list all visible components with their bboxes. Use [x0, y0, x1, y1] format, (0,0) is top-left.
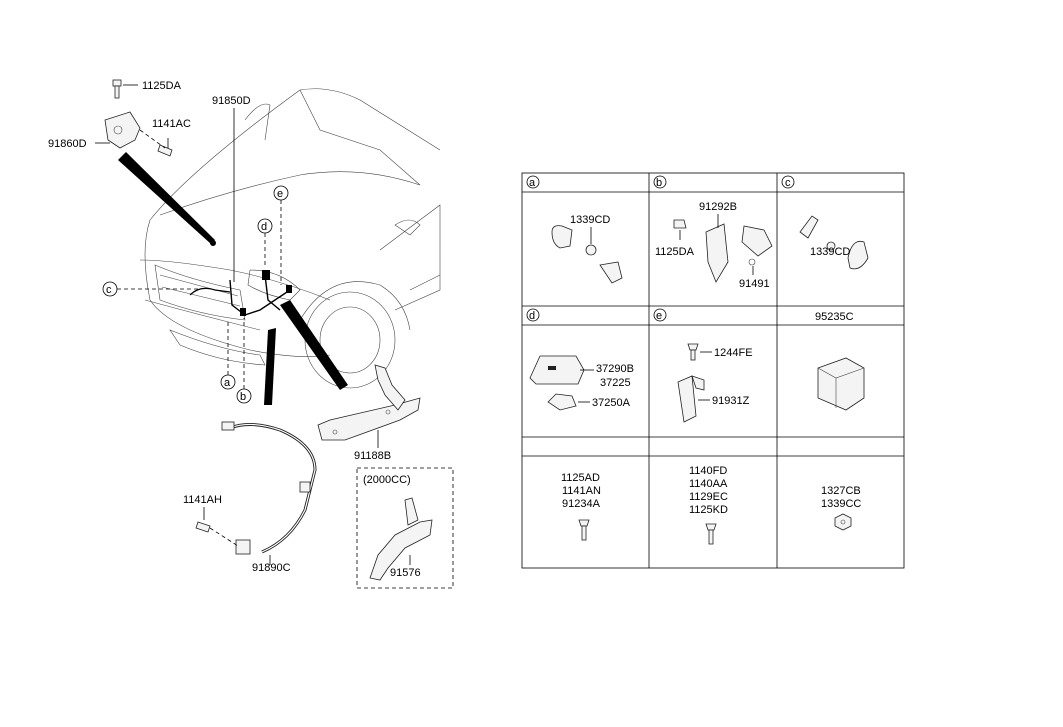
variant-2000cc-box — [356, 467, 454, 589]
cell-b-part-3: 91491 — [739, 278, 770, 290]
label-2000cc: (2000CC) — [363, 474, 411, 486]
callout-a: a — [220, 374, 236, 390]
cell-e-part-2: 91931Z — [712, 395, 750, 407]
svg-text:a: a — [529, 177, 536, 189]
callout-c: c — [102, 281, 118, 297]
cell-e-part-1: 1244FE — [714, 347, 753, 359]
svg-text:d: d — [261, 221, 267, 233]
cell-g-part-3: 91234A — [562, 498, 601, 510]
svg-text:a: a — [224, 377, 231, 389]
cell-c-part-1: 1339CD — [810, 246, 850, 258]
label-1141AC: 1141AC — [152, 118, 191, 130]
bracket-91576-icon — [369, 497, 433, 581]
cell-a-parts-icon — [551, 225, 623, 284]
cell-h-part-4: 1125KD — [689, 504, 728, 516]
pointer-arrow-91188B — [280, 300, 348, 390]
cell-d-parts-icon — [529, 355, 585, 411]
cell-b-part-2: 1125DA — [655, 246, 695, 258]
svg-text:e: e — [277, 188, 283, 200]
cell-h-part-1: 1140FD — [689, 465, 727, 477]
cell-c-parts-icon — [799, 215, 869, 270]
pointer-arrow-91860D — [118, 152, 215, 244]
pointer-arrow-91890C — [264, 328, 276, 405]
callout-b: b — [236, 388, 252, 404]
svg-text:c: c — [106, 284, 112, 296]
bolt-cell-h-icon — [705, 523, 717, 545]
cell-b-parts-icon — [673, 219, 773, 283]
svg-text:c: c — [785, 177, 791, 189]
svg-text:b: b — [656, 177, 662, 189]
cell-i-part-2: 1339CC — [821, 498, 861, 510]
callout-e: e — [273, 185, 289, 201]
bolt-1141AH-icon — [195, 521, 211, 533]
cell-h-part-3: 1129EC — [689, 491, 728, 503]
wiring-harness-on-vehicle — [189, 240, 292, 316]
callout-d: d — [257, 218, 273, 234]
cell-e-parts-icon — [677, 343, 705, 423]
svg-text:b: b — [240, 391, 246, 403]
label-91576: 91576 — [390, 567, 421, 579]
cell-d-part-3: 37250A — [592, 397, 631, 409]
table-header-c: c — [781, 175, 795, 189]
cell-b-part-1: 91292B — [699, 201, 737, 213]
table-header-b: b — [653, 175, 667, 189]
cell-i-part-1: 1327CB — [821, 485, 861, 497]
table-header-a: a — [526, 175, 540, 189]
label-91860D: 91860D — [48, 138, 87, 150]
label-1141AH: 1141AH — [183, 494, 222, 506]
relay-95235C-icon — [817, 357, 865, 411]
bracket-91188B-icon — [317, 364, 421, 441]
cell-a-part-1: 1339CD — [570, 214, 610, 226]
cell-g-part-2: 1141AN — [562, 485, 601, 497]
table-header-e: e — [653, 308, 667, 322]
label-91890C: 91890C — [252, 562, 291, 574]
label-1125DA: 1125DA — [142, 80, 182, 92]
cell-d-part-2: 37225 — [600, 377, 631, 389]
nut-cell-i-icon — [834, 513, 852, 531]
svg-text:d: d — [529, 310, 535, 322]
bolt-cell-g-icon — [578, 519, 590, 541]
svg-text:e: e — [656, 310, 662, 322]
table-header-95235C: 95235C — [815, 311, 854, 323]
table-header-d: d — [526, 308, 540, 322]
label-91188B: 91188B — [354, 450, 391, 462]
cell-d-part-1: 37290B — [596, 363, 634, 375]
bracket-91860D-icon — [104, 79, 173, 157]
vehicle-front-illustration — [139, 88, 441, 389]
cell-g-part-1: 1125AD — [561, 472, 600, 484]
cell-h-part-2: 1140AA — [689, 478, 728, 490]
label-91850D: 91850D — [212, 95, 251, 107]
battery-cable-91890C-icon — [221, 421, 317, 555]
parts-table: a b c 1339CD 91292B 1125DA 91491 — [521, 172, 905, 569]
